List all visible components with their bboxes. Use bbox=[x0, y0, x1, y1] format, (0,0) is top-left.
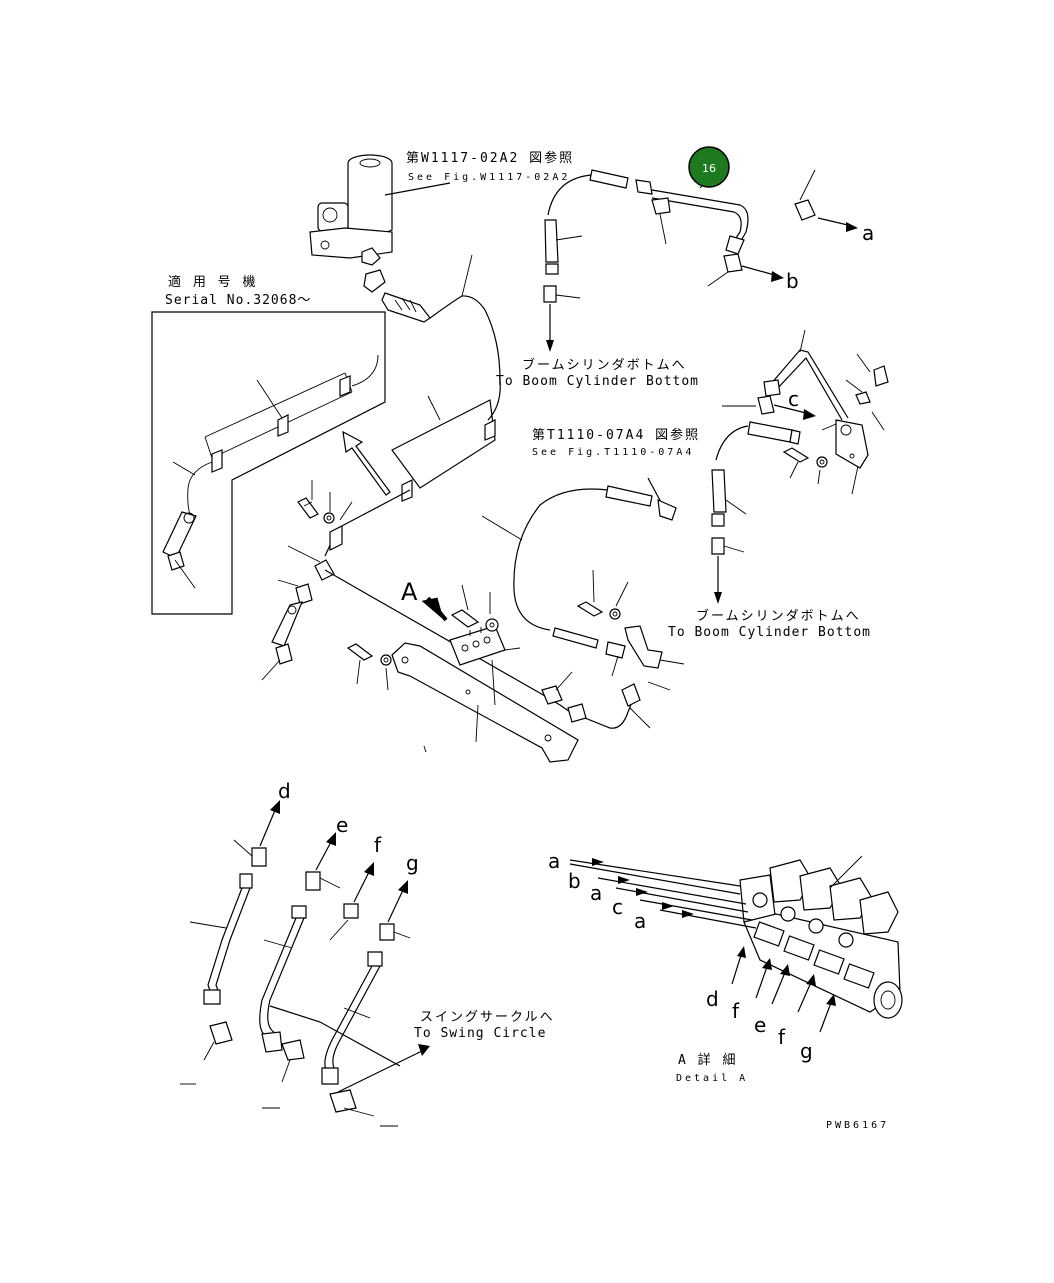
det-label-c: c bbox=[612, 895, 623, 919]
t1110-ref-jp: 第T1110-07A4 図参照 bbox=[532, 427, 700, 443]
boom-right-en: To Boom Cylinder Bottom bbox=[668, 625, 871, 640]
right-pipe-assembly: c bbox=[711, 329, 889, 555]
t1110-leader bbox=[647, 477, 663, 505]
serial-box-parts bbox=[162, 354, 379, 589]
det-label-f1: f bbox=[732, 999, 740, 1023]
hose-t1110 bbox=[513, 488, 609, 631]
t1110-ref-en: See Fig.T1110-07A4 bbox=[532, 447, 694, 458]
detail-a-valve bbox=[739, 855, 903, 1019]
hose-top bbox=[547, 174, 593, 216]
label-f-up: f bbox=[374, 833, 382, 857]
pump-ref-jp: 第W1117-02A2 図参照 bbox=[406, 150, 574, 166]
hose-pump-right bbox=[429, 295, 501, 421]
swing-en: To Swing Circle bbox=[414, 1026, 546, 1041]
detail-a-en: Detail A bbox=[676, 1073, 748, 1084]
pump-assembly bbox=[309, 154, 431, 323]
drawing-code: PWB6167 bbox=[826, 1120, 889, 1131]
boom-right-jp: ブームシリンダボトムへ bbox=[696, 608, 861, 624]
label-g-up: g bbox=[406, 851, 419, 875]
manifold-leader bbox=[324, 569, 546, 697]
hose-clamp-panel bbox=[391, 399, 496, 489]
det-label-f2: f bbox=[778, 1025, 786, 1049]
bracket-plate bbox=[391, 642, 579, 763]
view-a-label: A bbox=[401, 578, 418, 606]
det-label-d: d bbox=[706, 987, 719, 1011]
swing-jp: スイングサークルへ bbox=[420, 1010, 555, 1025]
fitting-a bbox=[794, 199, 816, 221]
pump-leader bbox=[384, 182, 451, 196]
pump-ref-en: See Fig.W1117-02A2 bbox=[408, 172, 570, 183]
bolt-washer-left bbox=[297, 480, 335, 524]
label-c-right: c bbox=[788, 387, 799, 411]
boom-top-arrowhead bbox=[546, 340, 554, 352]
serial-box bbox=[151, 311, 386, 615]
detail-a-jp: A 詳 細 bbox=[678, 1052, 737, 1068]
boom-top-en: To Boom Cylinder Bottom bbox=[496, 374, 699, 389]
center-right-fittings bbox=[552, 569, 685, 691]
boom-top-jp: ブームシリンダボトムへ bbox=[522, 357, 687, 373]
serial-en: Serial No.32068～ bbox=[165, 293, 311, 308]
label-a-top: a bbox=[862, 221, 874, 245]
det-label-e: e bbox=[754, 1013, 766, 1037]
pipe-16 bbox=[635, 175, 749, 255]
view-a-arrow bbox=[421, 596, 448, 622]
badge-16-label: 16 bbox=[702, 162, 716, 175]
bolt-washer-center bbox=[346, 643, 392, 691]
det-label-a1: a bbox=[548, 849, 560, 873]
manifold-block bbox=[449, 584, 521, 666]
label-d-up: d bbox=[278, 779, 291, 803]
det-label-a2: a bbox=[590, 881, 602, 905]
badge-16: 16 bbox=[688, 146, 730, 188]
swing-pipes: d e f g bbox=[180, 779, 430, 1127]
detail-a-arrows bbox=[569, 858, 836, 1033]
label-e-up: e bbox=[336, 813, 348, 837]
fitting-b bbox=[723, 253, 743, 273]
hollow-arrow bbox=[342, 430, 391, 496]
serial-jp: 適 用 号 機 bbox=[168, 274, 257, 290]
det-label-b: b bbox=[568, 869, 581, 893]
det-label-a3: a bbox=[634, 909, 646, 933]
det-label-g: g bbox=[800, 1039, 813, 1063]
left-elbow-fittings bbox=[261, 545, 335, 681]
label-b-top: b bbox=[786, 269, 799, 293]
